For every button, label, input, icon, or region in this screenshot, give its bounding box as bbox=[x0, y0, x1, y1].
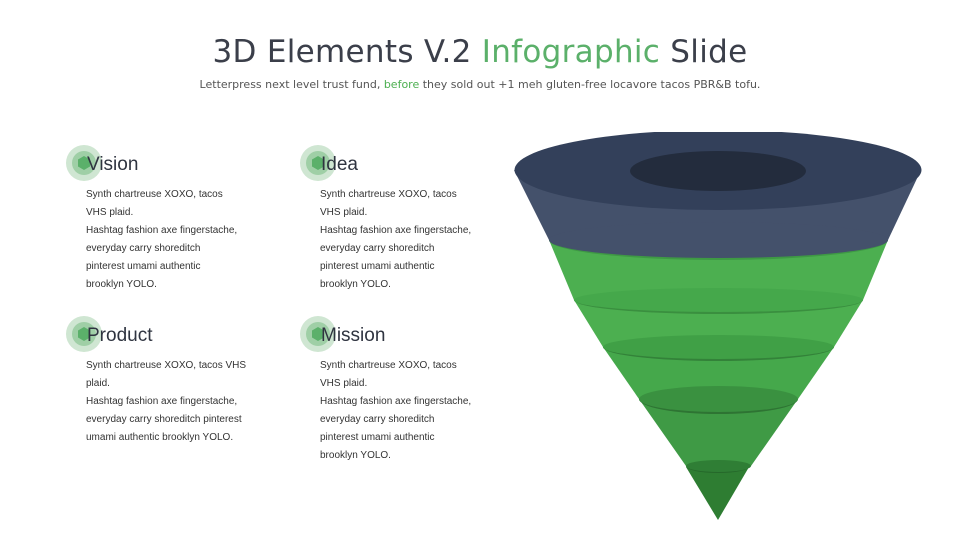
idea-block: Idea Synth chartreuse XOXO, tacos VHS pl… bbox=[320, 148, 535, 294]
vision-body: Synth chartreuse XOXO, tacos VHS plaid. … bbox=[86, 186, 301, 294]
vision-line: Hashtag fashion axe fingerstache, bbox=[86, 222, 301, 240]
mission-line: pinterest umami authentic bbox=[320, 429, 535, 447]
product-line: umami authentic brooklyn YOLO. bbox=[86, 429, 301, 447]
title-part-1: 3D Elements V.2 bbox=[213, 34, 482, 70]
subtitle-part-1: Letterpress next level trust fund, bbox=[200, 78, 384, 91]
mission-line: everyday carry shoreditch bbox=[320, 411, 535, 429]
idea-body: Synth chartreuse XOXO, tacos VHS plaid. … bbox=[320, 186, 535, 294]
product-body: Synth chartreuse XOXO, tacos VHS plaid. … bbox=[86, 357, 301, 447]
product-heading: Product bbox=[87, 325, 152, 347]
idea-line: pinterest umami authentic bbox=[320, 258, 535, 276]
idea-line: Hashtag fashion axe fingerstache, bbox=[320, 222, 535, 240]
title-accent: Infographic bbox=[482, 34, 660, 70]
subtitle-accent: before bbox=[384, 78, 419, 91]
idea-line: brooklyn YOLO. bbox=[320, 276, 535, 294]
product-line: plaid. bbox=[86, 375, 301, 393]
vision-line: VHS plaid. bbox=[86, 204, 301, 222]
slide-subtitle: Letterpress next level trust fund, befor… bbox=[0, 78, 960, 91]
mission-heading: Mission bbox=[321, 325, 385, 347]
product-line: Hashtag fashion axe fingerstache, bbox=[86, 393, 301, 411]
mission-line: Synth chartreuse XOXO, tacos bbox=[320, 357, 535, 375]
product-line: everyday carry shoreditch pinterest bbox=[86, 411, 301, 429]
vision-line: Synth chartreuse XOXO, tacos bbox=[86, 186, 301, 204]
mission-line: brooklyn YOLO. bbox=[320, 447, 535, 465]
vision-block: Vision Synth chartreuse XOXO, tacos VHS … bbox=[86, 148, 301, 294]
vision-line: everyday carry shoreditch bbox=[86, 240, 301, 258]
product-line: Synth chartreuse XOXO, tacos VHS bbox=[86, 357, 301, 375]
mission-line: Hashtag fashion axe fingerstache, bbox=[320, 393, 535, 411]
mission-line: VHS plaid. bbox=[320, 375, 535, 393]
funnel-illustration bbox=[510, 132, 925, 527]
funnel-tip bbox=[686, 467, 749, 520]
idea-line: VHS plaid. bbox=[320, 204, 535, 222]
vision-line: brooklyn YOLO. bbox=[86, 276, 301, 294]
mission-body: Synth chartreuse XOXO, tacos VHS plaid. … bbox=[320, 357, 535, 465]
slide-title: 3D Elements V.2 Infographic Slide bbox=[0, 34, 960, 70]
vision-heading: Vision bbox=[87, 154, 138, 176]
idea-line: everyday carry shoreditch bbox=[320, 240, 535, 258]
idea-heading: Idea bbox=[321, 154, 358, 176]
mission-block: Mission Synth chartreuse XOXO, tacos VHS… bbox=[320, 319, 535, 465]
title-part-3: Slide bbox=[660, 34, 747, 70]
product-block: Product Synth chartreuse XOXO, tacos VHS… bbox=[86, 319, 301, 447]
vision-line: pinterest umami authentic bbox=[86, 258, 301, 276]
idea-line: Synth chartreuse XOXO, tacos bbox=[320, 186, 535, 204]
funnel-opening bbox=[630, 151, 806, 191]
subtitle-part-3: they sold out +1 meh gluten-free locavor… bbox=[419, 78, 760, 91]
